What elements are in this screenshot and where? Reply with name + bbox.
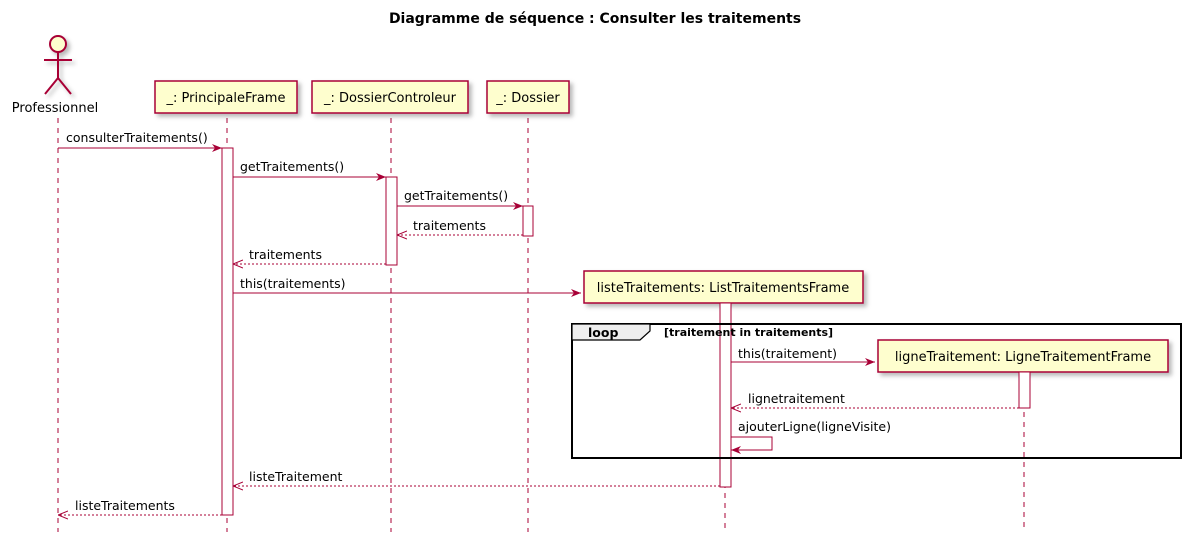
- activation-liste-frame: [719, 302, 732, 488]
- participant-ligne-frame: ligneTraitement: LigneTraitementFrame: [877, 339, 1169, 373]
- loop-fragment: loop [traitement in traitements]: [571, 323, 1182, 459]
- message-label: ajouterLigne(ligneVisite): [738, 419, 891, 434]
- activation-principale: [221, 147, 234, 516]
- message-label: getTraitements(): [404, 188, 508, 203]
- actor-professionnel: Professionnel: [12, 35, 98, 116]
- loop-condition: [traitement in traitements]: [664, 326, 833, 339]
- message-label: traitements: [249, 247, 322, 262]
- message-label: traitements: [413, 218, 486, 233]
- participant-label: _: PrincipaleFrame: [166, 91, 286, 106]
- loop-keyword: loop: [588, 325, 618, 340]
- message-label: consulterTraitements(): [66, 130, 208, 145]
- activation-dossier: [522, 205, 534, 237]
- activation-controleur: [385, 176, 398, 266]
- participant-label: ligneTraitement: LigneTraitementFrame: [895, 350, 1151, 365]
- message-label: lignetraitement: [748, 391, 845, 406]
- participant-liste-frame: listeTraitements: ListTraitementsFrame: [583, 270, 864, 304]
- diagram-title: Diagramme de séquence : Consulter les tr…: [389, 11, 801, 27]
- message-arrow: [731, 436, 773, 454]
- activation-bars: [221, 147, 1031, 516]
- participant-label: listeTraitements: ListTraitementsFrame: [597, 281, 849, 296]
- message-label: listeTraitement: [249, 469, 343, 484]
- participant-principale: _: PrincipaleFrame: [154, 80, 298, 114]
- participant-label: _: Dossier: [495, 91, 560, 106]
- message-label: this(traitements): [240, 276, 346, 291]
- participant-dossier: _: Dossier: [486, 80, 570, 114]
- actor-label: Professionnel: [12, 101, 98, 116]
- messages: consulterTraitements() getTraitements() …: [58, 130, 1019, 515]
- participant-controleur: _: DossierControleur: [311, 80, 469, 114]
- message-label: this(traitement): [738, 346, 837, 361]
- participant-label: _: DossierControleur: [323, 91, 457, 106]
- message-label: getTraitements(): [240, 159, 344, 174]
- actor-stick-figure-icon: [44, 35, 72, 95]
- message-label: listeTraitements: [75, 498, 175, 513]
- activation-ligne-frame: [1018, 371, 1031, 409]
